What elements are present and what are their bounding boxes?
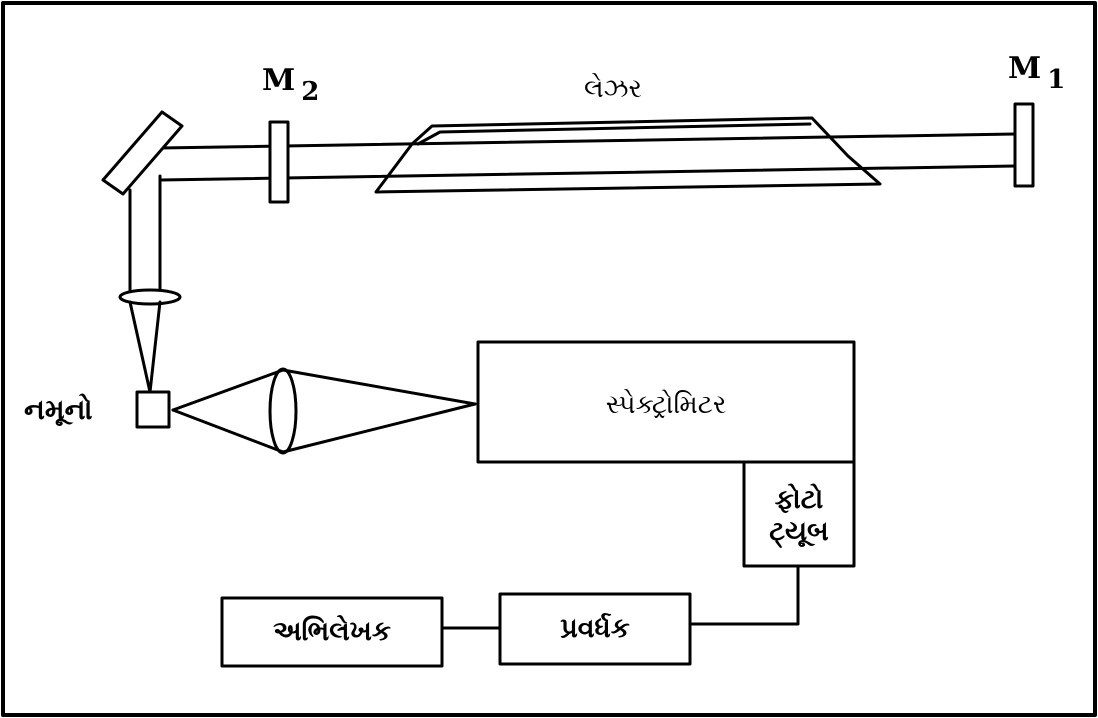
recorder-box: [220, 596, 444, 668]
wire-phototube-amplifier: [688, 564, 800, 626]
mirror-m1-subscript: 1: [1047, 65, 1066, 95]
scatter-ray-lower-1: [171, 408, 285, 454]
phototube-label-line2: ટ્યૂબ: [769, 516, 829, 547]
mirror-m1: [1013, 102, 1035, 188]
focusing-lens: [118, 288, 182, 306]
laser-tube-top-ridge: [416, 122, 812, 146]
focus-ray-left: [128, 300, 152, 394]
phototube-label: ફોટો ટ્યૂબ: [744, 468, 854, 564]
spectrometer-label: સ્પેક્ટ્રોમિટર: [605, 389, 727, 420]
scatter-ray-upper-2: [281, 368, 477, 406]
beam-bottom-line: [158, 164, 1017, 182]
phototube-box: [742, 460, 856, 568]
sample-label: નમૂનો: [24, 393, 93, 426]
scatter-ray-lower-2: [281, 402, 477, 454]
mirror-m1-letter: M: [1008, 51, 1042, 86]
recorder-label: અભિલેખક: [273, 616, 391, 647]
focus-ray-right: [148, 300, 162, 394]
phototube-label-line1: ફોટો: [774, 484, 824, 515]
collecting-lens: [268, 367, 298, 455]
scatter-ray-upper-1: [171, 368, 285, 412]
beam-top-line: [158, 132, 1017, 150]
sample-cell: [135, 390, 171, 429]
amplifier-label: પ્રવર્ધક: [560, 613, 630, 644]
fold-mirror: [101, 110, 184, 196]
mirror-m2-letter: M: [262, 63, 296, 98]
mirror-m2-subscript: 2: [301, 77, 320, 107]
laser-tube: [374, 116, 882, 194]
laser-label: લેઝર: [584, 74, 642, 104]
spectrometer-box: [476, 340, 856, 464]
mirror-m2: [268, 120, 290, 204]
